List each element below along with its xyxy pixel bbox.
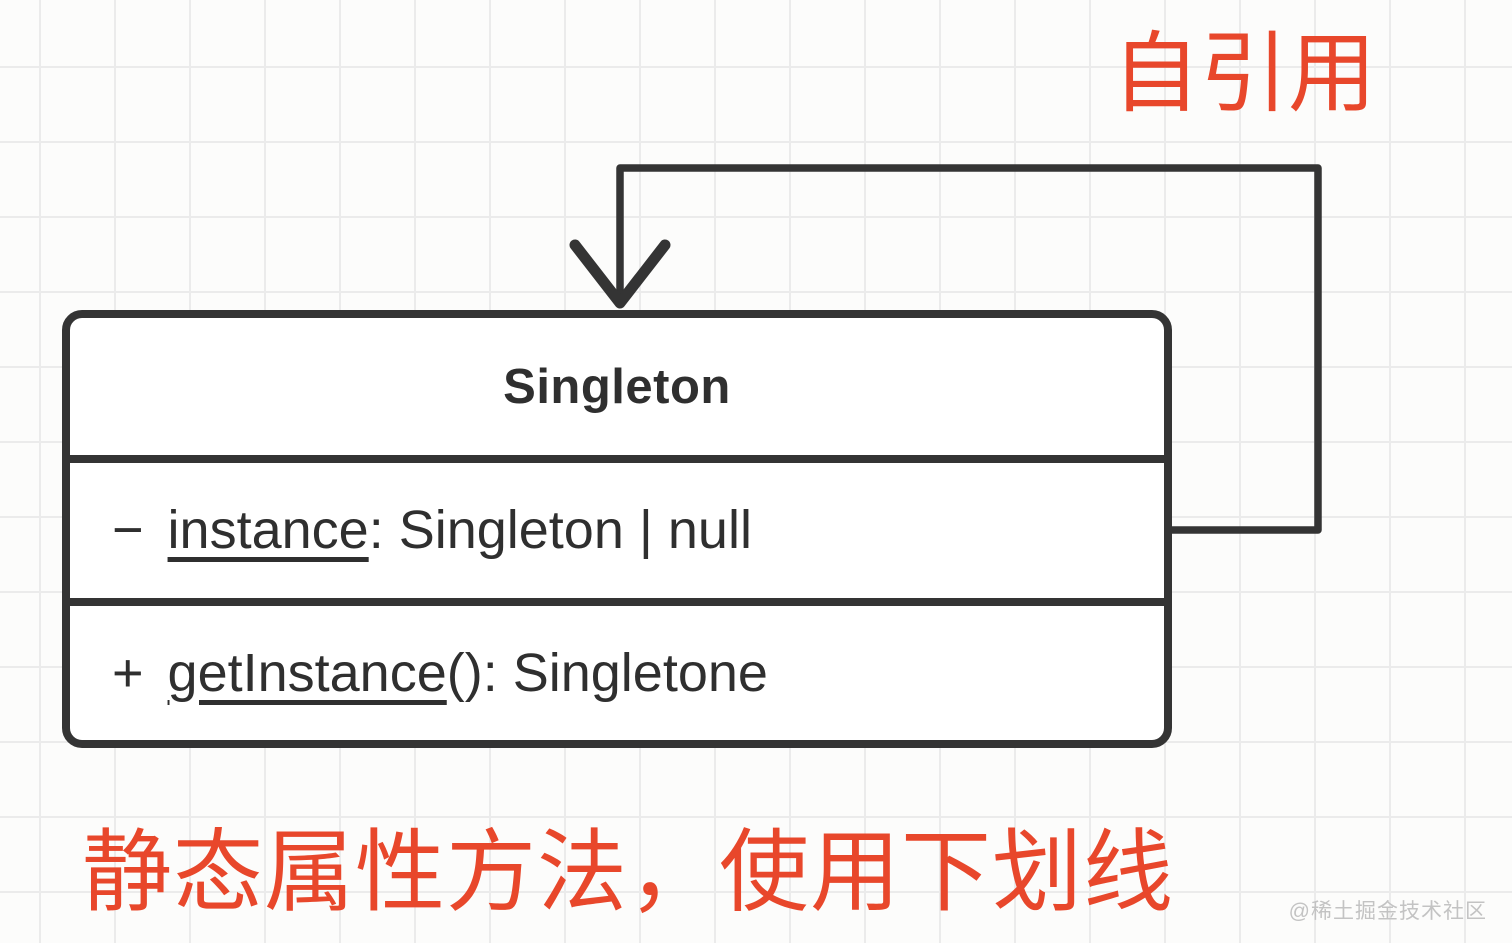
attribute-type: : Singleton | null <box>368 500 752 561</box>
bottom-note: 静态属性方法，使用下划线 <box>82 823 1174 923</box>
arrowhead-icon <box>569 239 671 309</box>
watermark: @稀土掘金技术社区 <box>1288 900 1487 923</box>
attribute-name: instance <box>167 500 369 561</box>
method-signature: (): Singletone <box>446 642 768 703</box>
uml-method-row: + getInstance(): Singletone <box>70 606 1164 741</box>
uml-class-box: Singleton −instance: Singleton | null + g… <box>62 310 1172 748</box>
self-reference-label: 自引用 <box>1112 24 1377 123</box>
title-attributes-divider <box>70 455 1164 463</box>
attributes-methods-divider <box>70 597 1164 606</box>
method-name: getInstance <box>167 642 447 703</box>
uml-attribute-row: −instance: Singleton | null <box>70 463 1164 598</box>
method-visibility-symbol: + <box>112 642 144 703</box>
attribute-visibility-symbol: − <box>112 500 144 561</box>
uml-class-title: Singleton <box>503 359 731 414</box>
